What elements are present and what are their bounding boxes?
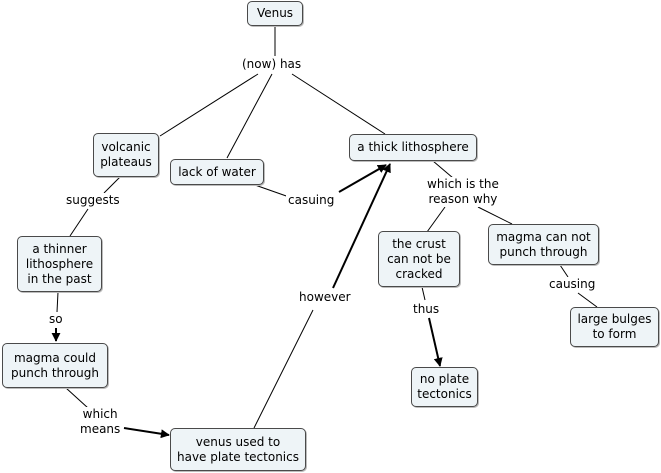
link-which-is-reason-why: which is the reason why xyxy=(425,177,501,207)
edge-magmacannot-causing xyxy=(559,264,569,278)
link-suggests: suggests xyxy=(64,193,122,208)
node-magma-can-not[interactable]: magma can not punch through xyxy=(488,224,599,265)
edge-lackwater-casuing xyxy=(254,184,293,199)
node-lack-of-water[interactable]: lack of water xyxy=(170,159,264,185)
edge-venus-however xyxy=(253,309,314,429)
edge-thus-noplate xyxy=(428,317,443,367)
node-crust-not-cracked[interactable]: the crust can not be cracked xyxy=(378,231,460,287)
edge-crust-thus xyxy=(421,286,426,301)
edge-which-venus xyxy=(123,427,170,439)
link-which-means: which means xyxy=(78,407,123,437)
edge-magma-which xyxy=(65,387,89,409)
edge-reason-crust xyxy=(426,206,446,233)
link-however: however xyxy=(297,290,353,305)
node-magma-could[interactable]: magma could punch through xyxy=(2,343,108,388)
edge-has-thick xyxy=(291,73,386,135)
edge-reason-magma-cannot xyxy=(477,206,513,225)
edge-has-lack-water xyxy=(226,73,273,159)
edge-however-thick xyxy=(332,163,391,289)
edge-casuing-thick xyxy=(338,164,387,193)
node-large-bulges[interactable]: large bulges to form xyxy=(570,307,659,347)
edge-causing-bulges xyxy=(577,292,598,308)
edge-thinner-so xyxy=(56,291,59,313)
node-volcanic-plateaus[interactable]: volcanic plateaus xyxy=(93,133,159,177)
node-venus-used-plate-tectonics[interactable]: venus used to have plate tectonics xyxy=(170,428,306,471)
node-venus[interactable]: Venus xyxy=(247,1,303,26)
link-thus: thus xyxy=(411,302,442,317)
link-causing: causing xyxy=(547,277,598,292)
edge-volcanic-suggests xyxy=(103,176,121,194)
link-casuing: casuing xyxy=(286,193,337,208)
node-thick-lithosphere[interactable]: a thick lithosphere xyxy=(349,134,477,161)
link-now-has: (now) has xyxy=(240,57,304,72)
edge-has-volcanic xyxy=(159,73,259,137)
edge-thick-reason xyxy=(432,160,454,179)
node-no-plate-tectonics[interactable]: no plate tectonics xyxy=(411,367,478,407)
link-so: so xyxy=(47,312,65,327)
edge-suggests-thinner xyxy=(69,208,89,237)
node-thinner-lithosphere[interactable]: a thinner lithosphere in the past xyxy=(17,236,102,292)
